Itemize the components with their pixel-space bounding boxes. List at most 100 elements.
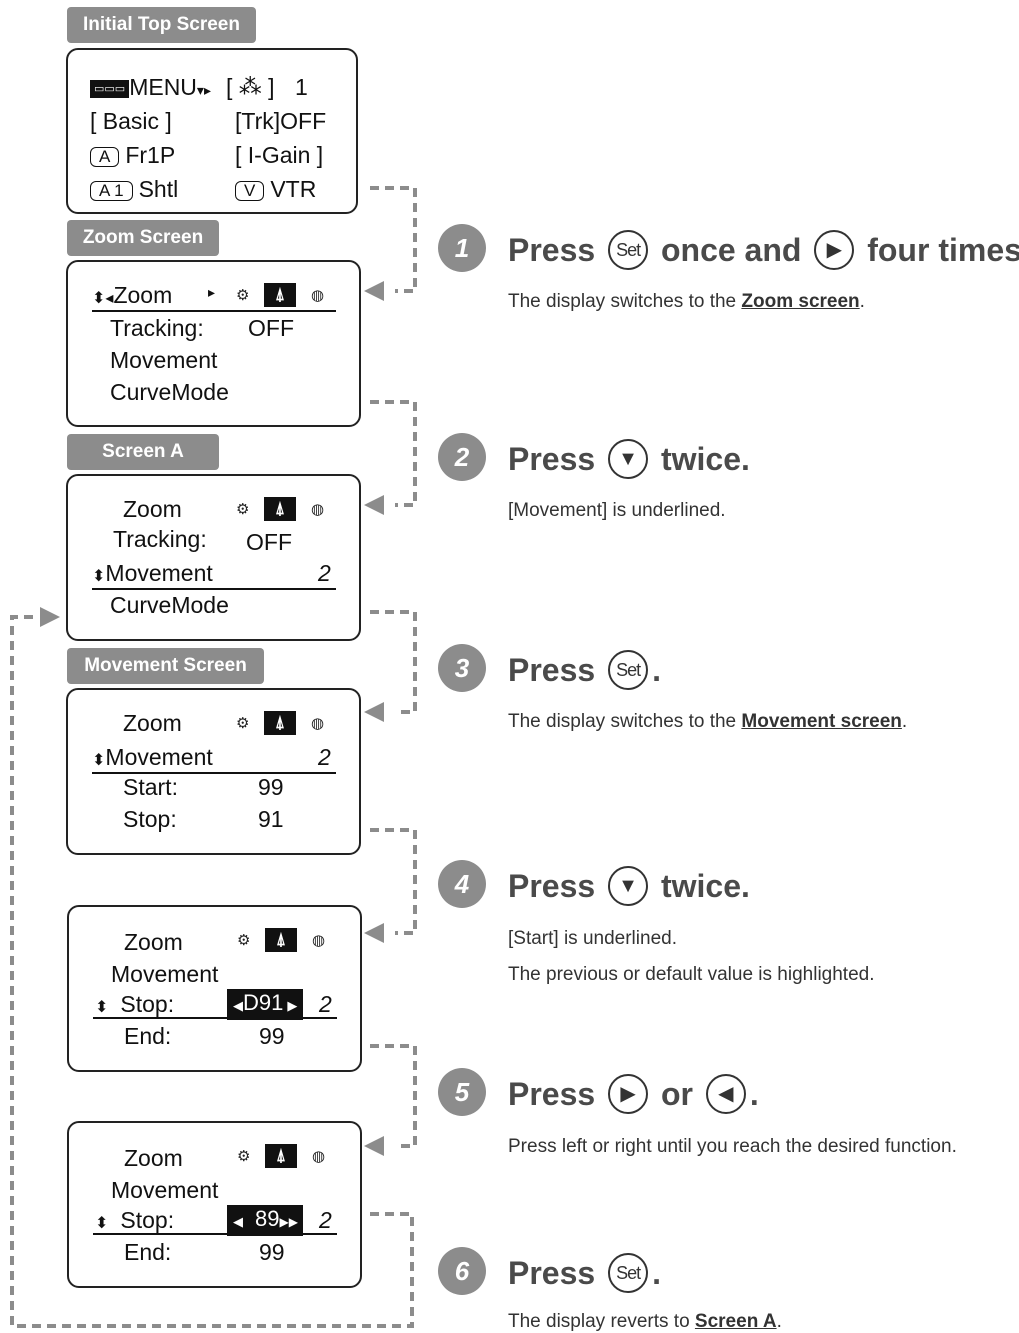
updown-icon: ⬍ (92, 568, 106, 585)
underline (92, 772, 336, 774)
zoom-title: Zoom (123, 496, 182, 522)
end-label: End: (124, 1239, 172, 1265)
start-label: Start: (123, 774, 178, 800)
key-a: A (90, 146, 120, 167)
set-button-icon: Set (608, 229, 649, 270)
step-6-desc-pre: The display reverts to (508, 1311, 695, 1332)
step-5-mid: or (660, 1076, 693, 1112)
focus-icon: ⚙ (237, 932, 251, 949)
end-value: 99 (259, 1023, 285, 1049)
tracking-value: OFF (248, 315, 294, 341)
updown-left-icon: ⬍◂ (92, 290, 114, 307)
step-1-number: 1 (438, 224, 486, 272)
step-2-desc: [Movement] is underlined. (508, 500, 726, 521)
down-button-icon: ▼ (608, 438, 649, 479)
step-6-desc: The display reverts to Screen A. (508, 1311, 782, 1333)
step-4-end: twice. (660, 868, 750, 904)
press-text: Press (508, 441, 596, 477)
preset-value: 1 (295, 74, 308, 100)
focus-icon: ⚙ (237, 1148, 251, 1165)
edit-screen-default: Zoom ⚙ ⍋ ◍ Movement ⬍Stop: ◀D91▶ 2 End: … (67, 905, 362, 1072)
key-a1: A 1 (90, 180, 133, 201)
step-5-end: . (749, 1076, 759, 1112)
stop-row: ⬍Stop: (95, 1207, 174, 1234)
zoom-title: Zoom (123, 710, 182, 736)
iris-icon: ◍ (312, 932, 326, 949)
end-label: End: (124, 1023, 172, 1049)
zoom-icon-selected: ⍋ (264, 283, 296, 307)
set-button-icon: Set (608, 1252, 649, 1293)
page-number: 2 (318, 744, 331, 770)
iris-icon: ◍ (312, 1148, 326, 1165)
press-text: Press (508, 868, 596, 904)
zoom-icon-selected: ⍋ (265, 928, 297, 952)
stop-value-highlighted: ◀89▶▶ (227, 1205, 303, 1236)
label-zoom-screen: Zoom Screen (67, 220, 219, 256)
vtr-label: VTR (270, 176, 317, 202)
zoom-title: Zoom (113, 282, 173, 308)
down-button-icon: ▼ (608, 865, 649, 906)
step-1-desc-link: Zoom screen (741, 291, 860, 312)
step-6-title: Press Set. (508, 1252, 661, 1296)
underline (93, 1233, 337, 1235)
left-arrow-icon: ◀ (233, 998, 243, 1013)
step-2-end: twice. (660, 441, 750, 477)
stop-label: Stop: (123, 806, 177, 832)
step-1-title: Press Set once and ▶ four times. (508, 229, 1019, 273)
press-text: Press (508, 652, 596, 688)
movement-row: ⬍Movement (92, 560, 213, 587)
press-text: Press (508, 1076, 596, 1112)
iris-icon: ◍ (311, 501, 325, 518)
page-number: 2 (319, 1207, 332, 1233)
press-text: Press (508, 232, 596, 268)
movement-label: Movement (111, 961, 219, 987)
stop-value-highlighted: ◀D91▶ (227, 989, 304, 1020)
movement-screen: Zoom ⚙ ⍋ ◍ ⬍Movement 2 Start: 99 Stop: 9… (66, 688, 361, 855)
stop-value: 91 (258, 806, 284, 832)
menu-row: ▭▭▭MENU▾▸ (90, 74, 211, 101)
updown-icon: ⬍ (95, 999, 109, 1016)
step-5-desc: Press left or right until you reach the … (508, 1136, 957, 1157)
step-5-number: 5 (438, 1068, 486, 1116)
step-4-desc-2: The previous or default value is highlig… (508, 964, 875, 985)
tracking-label: Tracking: (110, 315, 204, 341)
step-4-title: Press ▼ twice. (508, 865, 750, 909)
curvemode-label: CurveMode (110, 592, 229, 618)
zoom-icon-selected: ⍋ (264, 711, 296, 735)
set-button-icon: Set (608, 649, 649, 690)
label-screen-a: Screen A (67, 434, 219, 470)
step-1-end: four times. (867, 232, 1019, 268)
shtl-label: Shtl (138, 176, 179, 202)
step-6-desc-post: . (776, 1311, 782, 1332)
step-3-end: . (652, 652, 661, 688)
edit-screen-changed: Zoom ⚙ ⍋ ◍ Movement ⬍Stop: ◀89▶▶ 2 End: … (67, 1121, 362, 1288)
screen-a: Zoom ⚙ ⍋ ◍ Tracking: OFF ⬍Movement 2 Cur… (66, 474, 361, 641)
underline (93, 1017, 337, 1019)
step-1-desc-pre: The display switches to the (508, 291, 742, 312)
underline (92, 310, 336, 312)
label-initial-top-screen: Initial Top Screen (67, 7, 256, 43)
start-value: 99 (258, 774, 284, 800)
step-2-number: 2 (438, 433, 486, 481)
step-2-title: Press ▼ twice. (508, 438, 750, 482)
press-text: Press (508, 1255, 596, 1291)
menu-icon: ▭▭▭ (90, 80, 130, 99)
step-5-title: Press ▶ or ◀. (508, 1073, 759, 1117)
right-arrow-icon: ▸ (208, 284, 216, 300)
focus-icon: ⚙ (236, 287, 250, 304)
step-3-desc: The display switches to the Movement scr… (508, 711, 907, 733)
stop-row: ⬍Stop: (95, 991, 174, 1018)
step-6-desc-link: Screen A (694, 1311, 777, 1332)
left-arrow-icon: ◀ (233, 1214, 243, 1229)
step-1-desc-post: . (859, 291, 865, 312)
zoom-title: Zoom (124, 929, 183, 955)
step-6-number: 6 (438, 1247, 486, 1295)
key-v: V (235, 180, 265, 201)
step-4-number: 4 (438, 860, 486, 908)
right-button-icon: ▶ (814, 229, 855, 270)
tracking-label: Tracking: (113, 526, 207, 552)
underline (92, 588, 336, 590)
stop-value: 89 (255, 1206, 280, 1231)
movement-row: ⬍Movement (92, 744, 213, 771)
